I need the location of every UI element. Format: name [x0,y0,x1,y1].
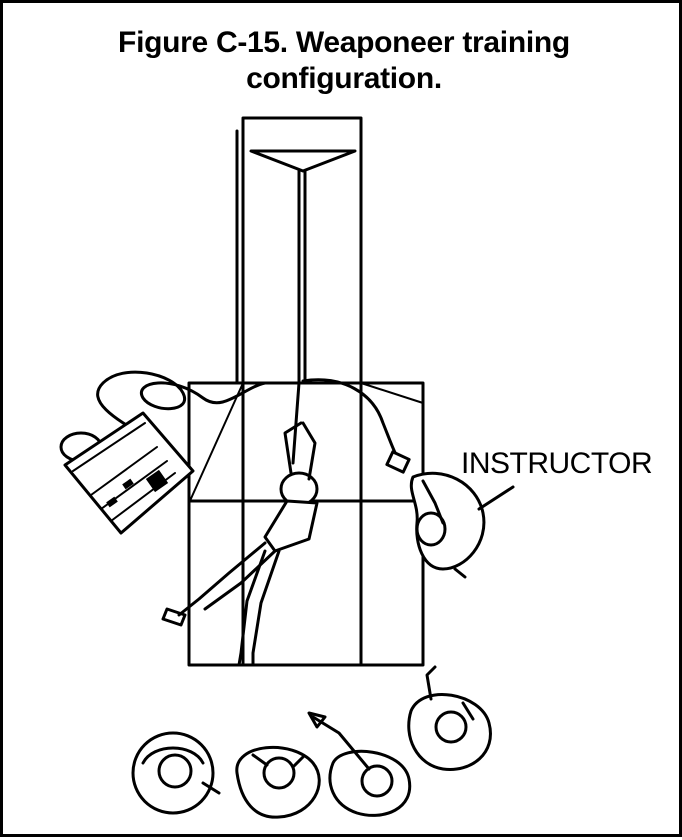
instructor-foot [455,569,465,577]
target-screen [189,118,423,665]
instructor-cable [303,380,401,463]
trainee-torso [265,501,317,551]
screen-base-diagonal [189,383,243,503]
screen-top-wedge [251,151,355,171]
trainee-cord [293,383,299,463]
observer-1 [133,733,219,813]
instructor-label: INSTRUCTOR [461,447,652,481]
trainee-arm-right [303,423,315,479]
trainee-figure [163,383,317,665]
trainee-leg-left-back [205,551,275,609]
observer-2-head [264,758,294,788]
observer-3-head [362,766,392,796]
observer-4 [409,667,491,770]
screen-upper-panel [243,118,361,383]
observer-1-head [159,755,191,787]
trainee-leg-left [179,543,265,615]
training-illustration [3,3,682,840]
control-console [61,413,193,533]
instructor-hand-device [387,452,409,472]
instructor-leader-line [479,487,513,509]
observer-2 [237,747,319,817]
observer-4-head [436,712,466,742]
observer-3 [309,713,410,815]
